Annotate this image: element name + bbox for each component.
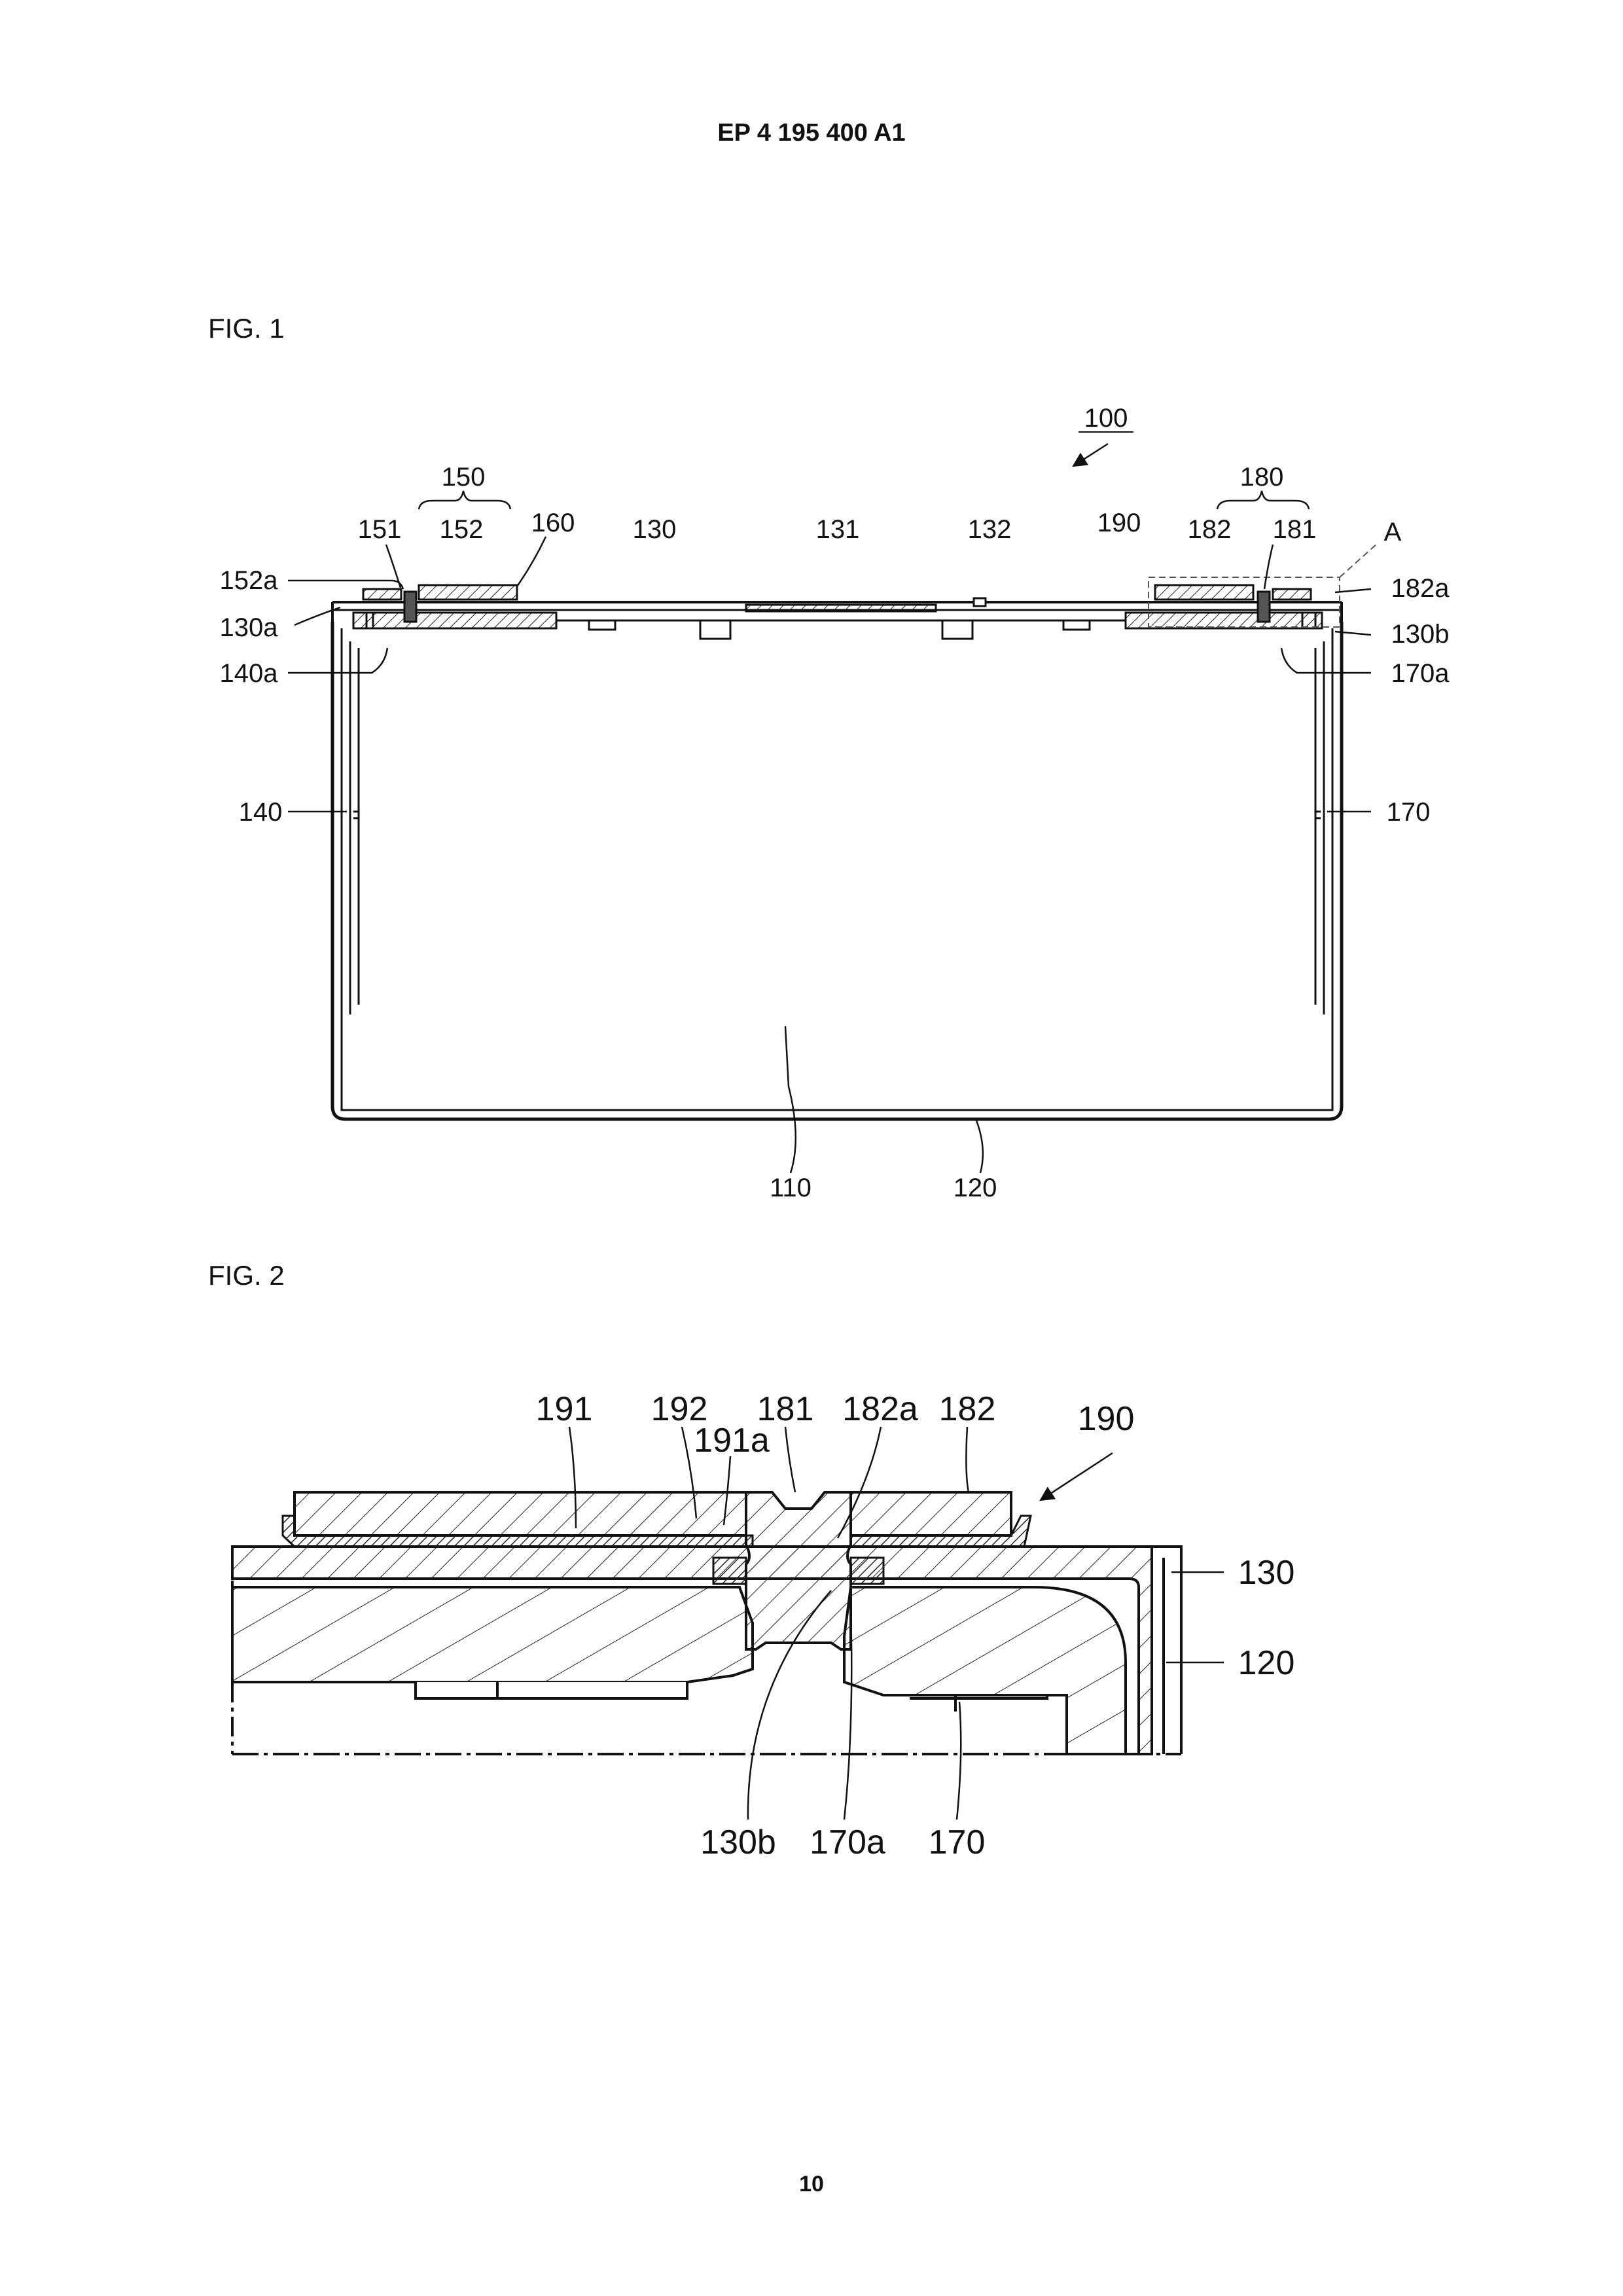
label-150: 150 bbox=[442, 463, 486, 492]
label-130: 130 bbox=[1238, 1554, 1295, 1592]
insulator-170 bbox=[232, 1587, 1126, 1754]
collector-140 bbox=[350, 641, 359, 1014]
label-140: 140 bbox=[239, 798, 283, 827]
label-152a: 152a bbox=[220, 566, 279, 595]
label-181: 181 bbox=[1273, 515, 1317, 544]
label-190: 190 bbox=[1078, 1400, 1135, 1438]
terminal-plate-182 bbox=[294, 1492, 1011, 1535]
can-120 bbox=[332, 622, 1342, 1119]
label-170: 170 bbox=[1387, 798, 1431, 827]
label-140a: 140a bbox=[220, 659, 279, 688]
label-191a: 191a bbox=[694, 1422, 770, 1460]
plug-132 bbox=[974, 598, 986, 606]
label-152: 152 bbox=[440, 515, 484, 544]
label-120: 120 bbox=[954, 1174, 997, 1202]
label-182: 182 bbox=[939, 1390, 996, 1428]
label-110: 110 bbox=[770, 1174, 812, 1202]
label-120: 120 bbox=[1238, 1644, 1295, 1682]
rivet-181 bbox=[746, 1492, 851, 1649]
vent-131 bbox=[746, 605, 936, 611]
document-number: EP 4 195 400 A1 bbox=[0, 119, 1623, 147]
label-180: 180 bbox=[1240, 463, 1284, 492]
label-151: 151 bbox=[358, 515, 402, 544]
label-182: 182 bbox=[1188, 515, 1232, 544]
fig1-labels: 100 150 151 152 160 130 131 132 190 180 … bbox=[220, 404, 1450, 1202]
label-182a: 182a bbox=[1391, 574, 1450, 603]
lower-insulators bbox=[366, 613, 1315, 639]
figure-2-drawing: 191 192 181 182a 182 190 191a 130 120 13… bbox=[0, 1361, 1623, 1885]
label-190: 190 bbox=[1097, 509, 1141, 537]
label-170a: 170a bbox=[1391, 659, 1450, 688]
label-130a: 130a bbox=[220, 613, 279, 642]
figure-1-drawing: 100 150 151 152 160 130 131 132 190 180 … bbox=[0, 367, 1623, 1257]
label-191: 191 bbox=[536, 1390, 593, 1428]
collector-170 bbox=[1315, 641, 1324, 1014]
label-130b: 130b bbox=[1391, 620, 1450, 649]
label-170: 170 bbox=[929, 1823, 986, 1861]
label-130: 130 bbox=[633, 515, 677, 544]
page-number: 10 bbox=[0, 2172, 1623, 2197]
figure-1-caption: FIG. 1 bbox=[208, 313, 285, 344]
label-A: A bbox=[1384, 518, 1402, 547]
label-130b: 130b bbox=[700, 1823, 776, 1861]
label-182a: 182a bbox=[842, 1390, 918, 1428]
label-132: 132 bbox=[968, 515, 1012, 544]
leader-lines bbox=[288, 444, 1371, 1173]
can-wall-120 bbox=[1152, 1547, 1164, 1754]
label-131: 131 bbox=[816, 515, 860, 544]
figure-2-caption: FIG. 2 bbox=[208, 1260, 285, 1291]
label-160: 160 bbox=[531, 509, 575, 537]
label-170a: 170a bbox=[810, 1823, 885, 1861]
label-100: 100 bbox=[1084, 404, 1128, 433]
